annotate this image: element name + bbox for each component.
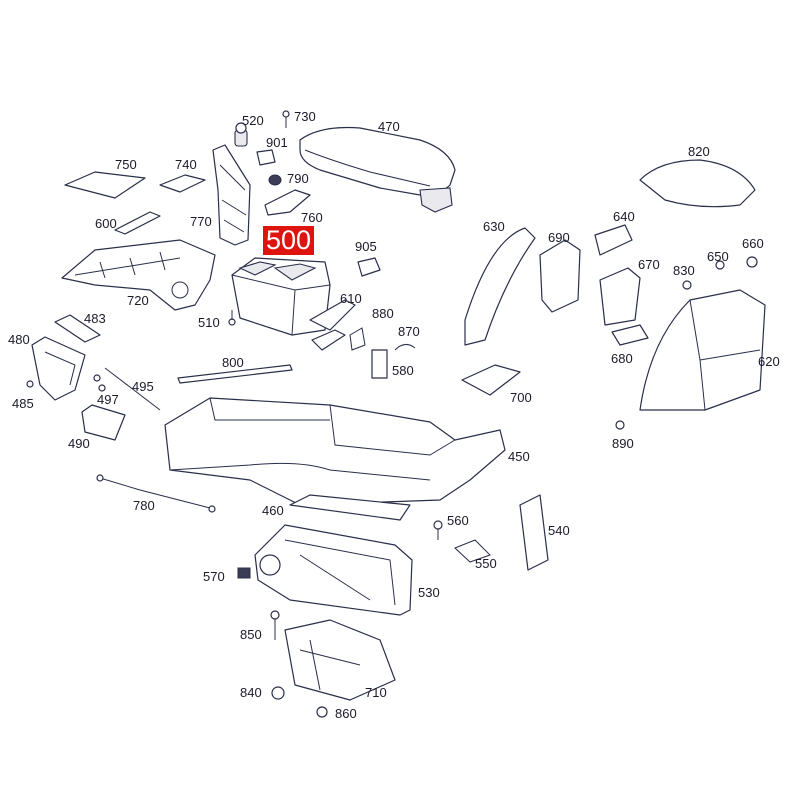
label-905[interactable]: 905 <box>355 239 377 254</box>
part-490-module <box>81 404 126 441</box>
part-860-screw <box>316 706 328 718</box>
label-901[interactable]: 901 <box>266 135 288 150</box>
part-690-panel <box>539 239 581 313</box>
part-760-cover <box>264 189 311 216</box>
label-830[interactable]: 830 <box>673 263 695 278</box>
part-840-nut <box>271 686 285 700</box>
label-870[interactable]: 870 <box>398 324 420 339</box>
label-495[interactable]: 495 <box>132 379 154 394</box>
part-710-bracket <box>284 619 396 701</box>
part-680-pad <box>611 324 649 346</box>
label-850[interactable]: 850 <box>240 627 262 642</box>
label-497[interactable]: 497 <box>97 392 119 407</box>
part-600-strip <box>114 211 161 235</box>
part-560-screw <box>433 520 443 540</box>
label-890[interactable]: 890 <box>612 436 634 451</box>
part-800-strip <box>177 364 293 384</box>
label-570[interactable]: 570 <box>203 569 225 584</box>
label-730[interactable]: 730 <box>294 109 316 124</box>
label-450[interactable]: 450 <box>508 449 530 464</box>
part-450-center-console <box>164 397 506 506</box>
part-483-pad <box>54 314 101 343</box>
part-495-cable <box>104 367 161 411</box>
label-485[interactable]: 485 <box>12 396 34 411</box>
label-860[interactable]: 860 <box>335 706 357 721</box>
label-700[interactable]: 700 <box>510 390 532 405</box>
part-870-clip <box>394 344 416 351</box>
part-470-armrest-lid <box>299 126 456 213</box>
label-630[interactable]: 630 <box>483 219 505 234</box>
part-480-tray <box>31 336 86 401</box>
label-480[interactable]: 480 <box>8 332 30 347</box>
label-740[interactable]: 740 <box>175 157 197 172</box>
label-540[interactable]: 540 <box>548 523 570 538</box>
part-660-clip <box>746 256 758 268</box>
part-530-armrest-mechanism <box>254 524 413 616</box>
part-700-pad <box>461 364 521 396</box>
part-580-block <box>371 349 388 379</box>
part-780-cable <box>96 474 216 513</box>
label-483[interactable]: 483 <box>84 311 106 326</box>
part-750-mat <box>64 171 146 199</box>
part-850-screw <box>270 610 280 640</box>
label-650[interactable]: 650 <box>707 249 729 264</box>
part-550-clip <box>454 539 491 563</box>
part-460-pad <box>289 494 411 521</box>
label-690[interactable]: 690 <box>548 230 570 245</box>
part-570-clip <box>237 567 251 579</box>
label-520[interactable]: 520 <box>242 113 264 128</box>
label-460[interactable]: 460 <box>262 503 284 518</box>
label-800[interactable]: 800 <box>222 355 244 370</box>
part-740-mat <box>159 174 206 193</box>
part-650-screw <box>715 260 725 270</box>
part-510-screw <box>228 310 236 326</box>
part-485-screw <box>26 380 34 388</box>
label-780[interactable]: 780 <box>133 498 155 513</box>
label-820[interactable]: 820 <box>688 144 710 159</box>
part-610-panel <box>309 299 356 331</box>
label-670[interactable]: 670 <box>638 257 660 272</box>
part-720-trim <box>61 239 216 311</box>
part-820-cover <box>639 159 756 208</box>
label-760[interactable]: 760 <box>301 210 323 225</box>
label-750[interactable]: 750 <box>115 157 137 172</box>
part-890-screw <box>615 420 625 430</box>
label-710[interactable]: 710 <box>365 685 387 700</box>
label-560[interactable]: 560 <box>447 513 469 528</box>
label-640[interactable]: 640 <box>613 209 635 224</box>
part-670-panel <box>599 267 641 326</box>
part-830-screw <box>682 280 692 290</box>
part-500-storage-box <box>231 257 331 336</box>
label-680[interactable]: 680 <box>611 351 633 366</box>
label-600[interactable]: 600 <box>95 216 117 231</box>
part-770-bracket <box>212 122 251 246</box>
label-470[interactable]: 470 <box>378 119 400 134</box>
label-500-highlighted[interactable]: 500 <box>263 226 315 255</box>
label-720[interactable]: 720 <box>127 293 149 308</box>
part-640-switch <box>594 224 633 256</box>
label-550[interactable]: 550 <box>475 556 497 571</box>
part-540-panel <box>519 494 549 571</box>
label-790[interactable]: 790 <box>287 171 309 186</box>
label-490[interactable]: 490 <box>68 436 90 451</box>
label-770[interactable]: 770 <box>190 214 212 229</box>
part-620-rear-console <box>639 289 766 411</box>
part-730-screw <box>282 110 290 128</box>
part-497-clip <box>93 374 106 392</box>
label-530[interactable]: 530 <box>418 585 440 600</box>
part-901-clip <box>256 149 276 166</box>
label-660[interactable]: 660 <box>742 236 764 251</box>
label-610[interactable]: 610 <box>340 291 362 306</box>
part-880-panel <box>311 327 366 351</box>
part-790-clip <box>268 174 282 186</box>
label-620[interactable]: 620 <box>758 354 780 369</box>
label-880[interactable]: 880 <box>372 306 394 321</box>
part-905-clip <box>357 257 381 277</box>
label-580[interactable]: 580 <box>392 363 414 378</box>
label-510[interactable]: 510 <box>198 315 220 330</box>
label-840[interactable]: 840 <box>240 685 262 700</box>
part-630-side-panel <box>464 227 536 346</box>
